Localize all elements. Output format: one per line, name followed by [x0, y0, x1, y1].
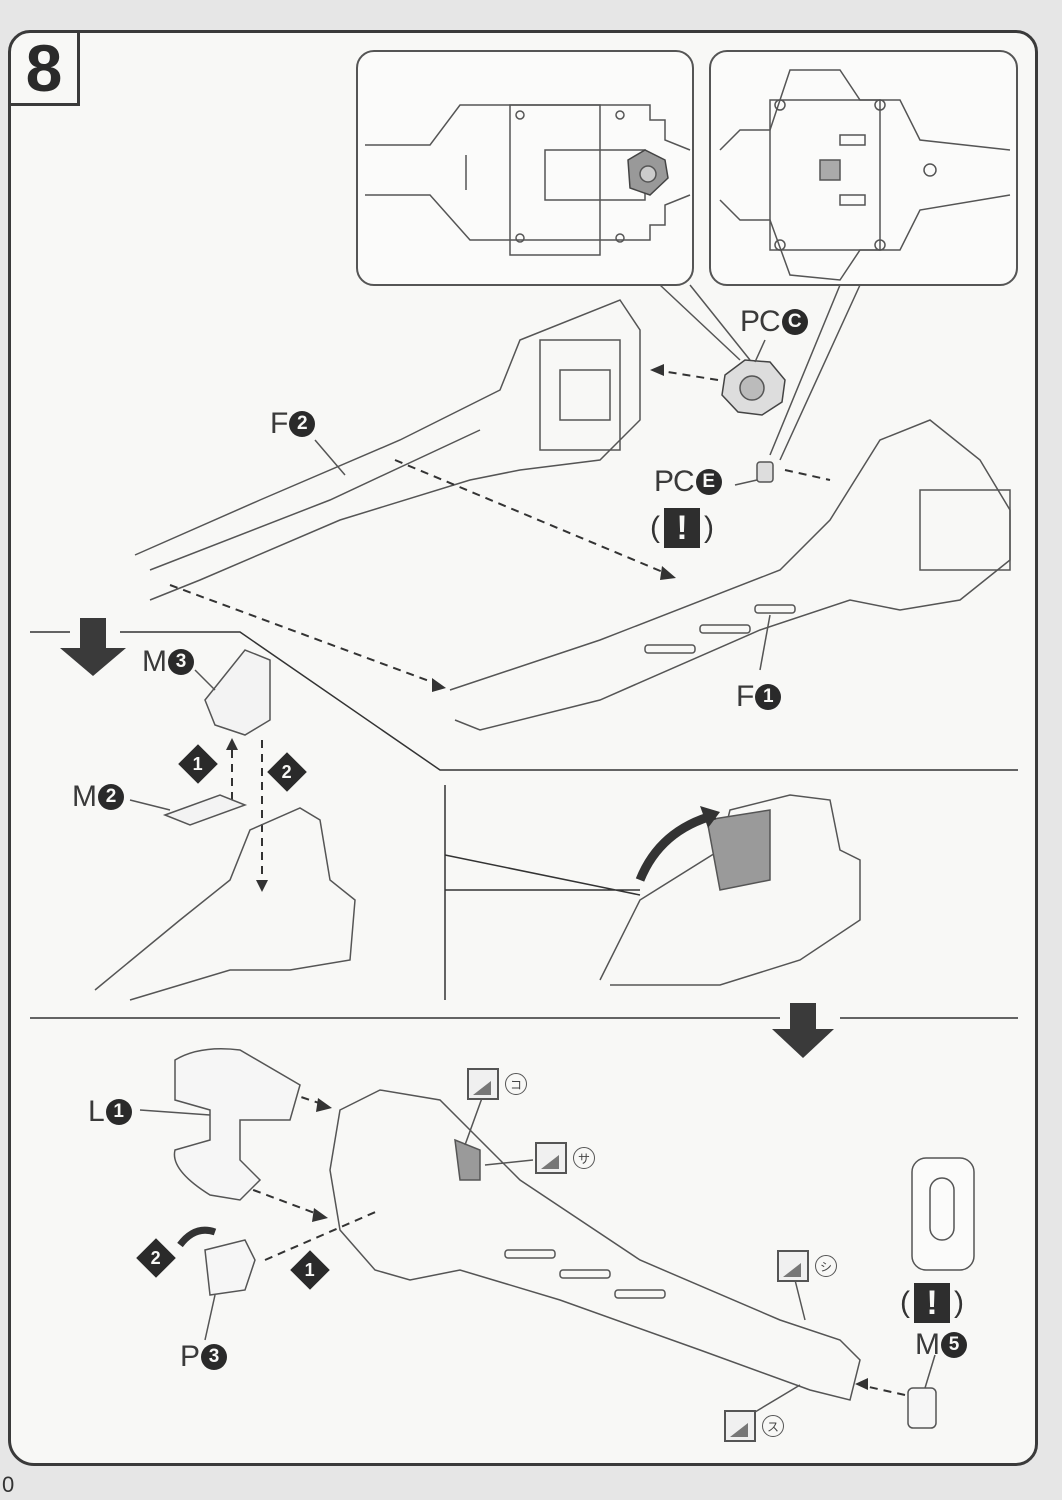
sticker-icon — [535, 1142, 567, 1174]
inset-left-drawing — [365, 104, 691, 256]
step-number-box: 8 — [8, 30, 80, 106]
sticker-icon — [467, 1068, 499, 1100]
sticker-shi: シ — [777, 1250, 837, 1282]
sticker-icon — [724, 1410, 756, 1442]
detail-inset-right — [709, 50, 1018, 286]
caution-mark-m5: ( ! ) — [900, 1283, 964, 1323]
part-f2-drawing — [134, 299, 641, 601]
inset-right-drawing — [719, 69, 1011, 281]
sticker-ko: コ — [467, 1068, 527, 1100]
flow-arrows — [60, 618, 834, 1058]
caution-icon: ! — [664, 508, 700, 548]
part-f1-drawing — [449, 419, 1011, 731]
page-number: 0 — [2, 1472, 15, 1497]
sticker-su: ス — [724, 1410, 784, 1442]
sticker-sa: サ — [535, 1142, 595, 1174]
sticker-icon — [777, 1250, 809, 1282]
step-number: 8 — [25, 31, 63, 105]
caution-icon: ! — [914, 1283, 950, 1323]
caution-mark-pce: ( ! ) — [650, 508, 714, 548]
